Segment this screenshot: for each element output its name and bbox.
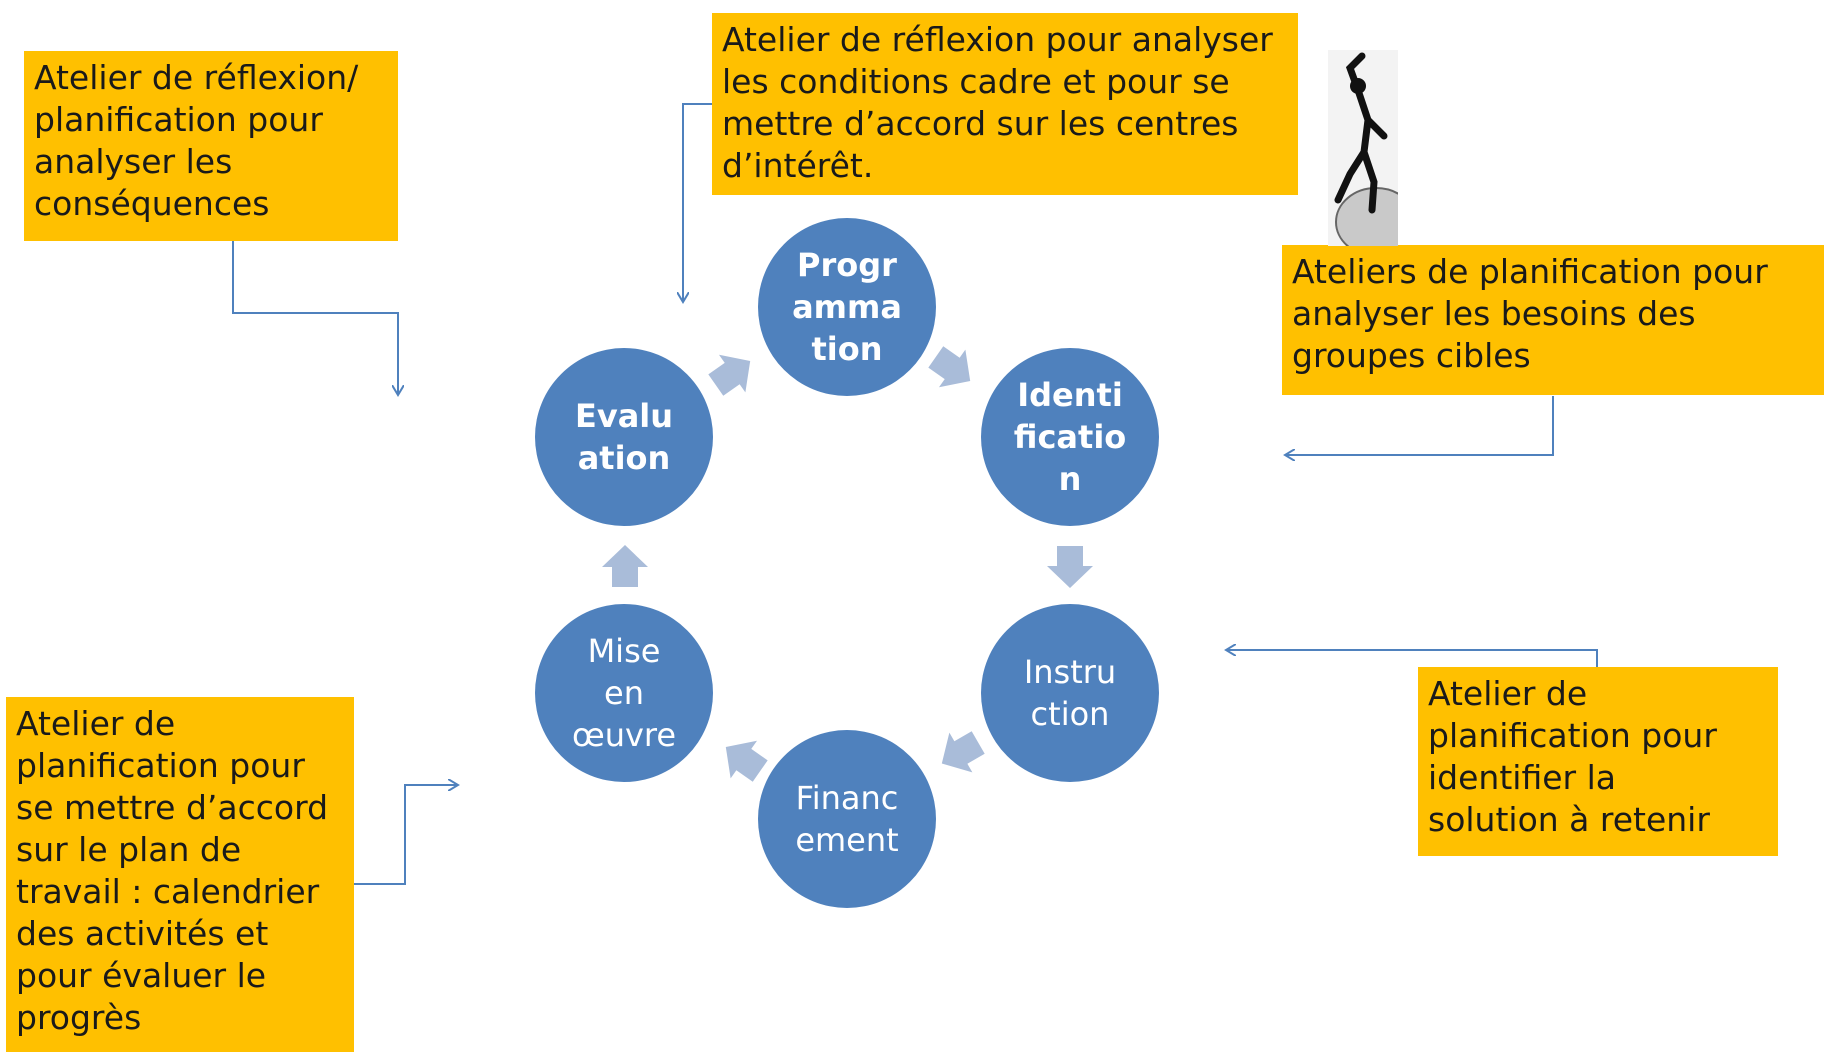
note-top-left: Atelier de réflexion/ planification pour… bbox=[24, 51, 398, 241]
connector-top-center bbox=[683, 103, 712, 302]
note-right-top: Ateliers de planification pour analyser … bbox=[1282, 245, 1824, 395]
note-bottom-left: Atelier de planification pour se mettre … bbox=[6, 697, 354, 1052]
node-evaluation: Evalu ation bbox=[535, 348, 713, 526]
climbing-figure-icon bbox=[1328, 50, 1398, 246]
node-programmation: Progr amma tion bbox=[758, 218, 936, 396]
node-instruction: Instru ction bbox=[981, 604, 1159, 782]
connector-top-left bbox=[232, 232, 398, 395]
connector-right-bottom bbox=[1226, 650, 1598, 667]
arrow-mise-en-oeuvre-to-evaluation-icon bbox=[602, 545, 648, 587]
connector-bottom-left bbox=[352, 785, 458, 885]
node-mise-en-oeuvre: Mise en œuvre bbox=[535, 604, 713, 782]
note-right-bottom: Atelier de planification pour identifier… bbox=[1418, 667, 1778, 856]
connector-right-top bbox=[1285, 396, 1554, 455]
arrow-evaluation-to-programmation-icon bbox=[708, 354, 751, 396]
node-identification: Identi ficatio n bbox=[981, 348, 1159, 526]
arrow-instruction-to-financement-icon bbox=[941, 731, 985, 773]
arrow-financement-to-mise-en-oeuvre-icon bbox=[725, 740, 768, 782]
arrow-programmation-to-identification-icon bbox=[928, 346, 971, 388]
node-financement: Financ ement bbox=[758, 730, 936, 908]
note-top-center: Atelier de réflexion pour analyser les c… bbox=[712, 13, 1298, 195]
arrow-identification-to-instruction-icon bbox=[1047, 546, 1093, 588]
